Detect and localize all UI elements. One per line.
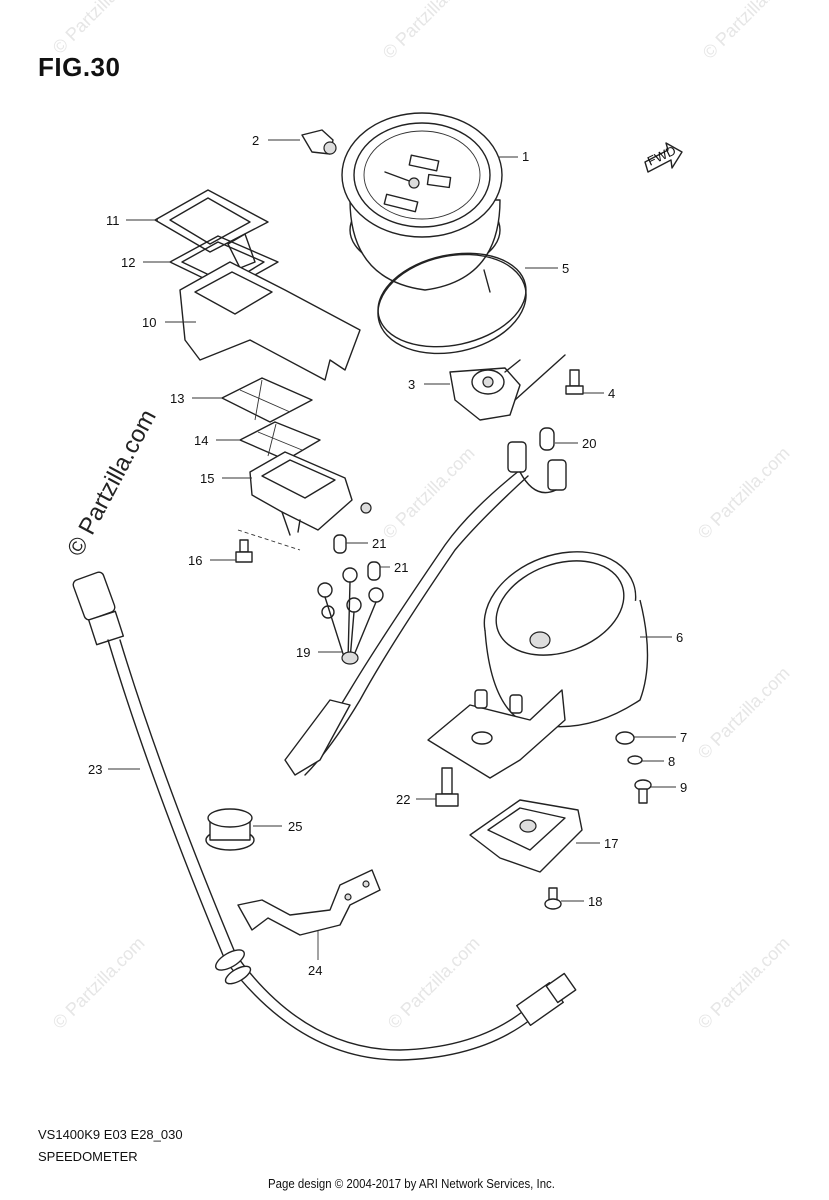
part-indicator-plate	[239, 421, 321, 461]
part-nut-7	[615, 731, 635, 745]
part-bolt-22	[435, 767, 459, 807]
callout-1: 1	[522, 149, 529, 164]
part-bracket-cushion	[469, 799, 583, 873]
callout-8: 8	[668, 754, 675, 769]
part-speedometer-gauge	[341, 112, 503, 293]
watermark-text: © Partzilla.com	[49, 933, 149, 1033]
watermark-text: © Partzilla.com	[49, 0, 149, 58]
part-washer-8	[627, 755, 643, 765]
callout-20: 20	[582, 436, 596, 451]
callout-21a: 21	[372, 536, 386, 551]
callout-14: 14	[194, 433, 208, 448]
callout-21b: 21	[394, 560, 408, 575]
fwd-arrow-icon: FWD	[644, 142, 683, 173]
section-name: SPEEDOMETER	[38, 1149, 138, 1164]
part-screw-4	[565, 369, 584, 395]
watermark-text: © Partzilla.com	[379, 443, 479, 543]
part-indicator-holder	[249, 451, 372, 536]
part-screw-16	[235, 529, 301, 563]
model-code: VS1400K9 E03 E28_030	[38, 1127, 183, 1142]
callout-10: 10	[142, 315, 156, 330]
part-bulb-21b	[367, 561, 381, 581]
callout-17: 17	[604, 836, 618, 851]
part-grommet	[205, 808, 255, 851]
callout-15: 15	[200, 471, 214, 486]
callout-9: 9	[680, 780, 687, 795]
footer-copyright: Page design © 2004-2017 by ARI Network S…	[268, 1176, 555, 1191]
callout-18: 18	[588, 894, 602, 909]
part-gasket-ring	[377, 252, 527, 355]
callout-numbers: 1 2 3 4 5 6 7 8 9 10 11 12 13 14 15 16 1…	[88, 133, 687, 978]
callout-4: 4	[608, 386, 615, 401]
part-gear-box	[449, 354, 566, 421]
callout-13: 13	[170, 391, 184, 406]
callout-7: 7	[680, 730, 687, 745]
callout-23: 23	[88, 762, 102, 777]
watermark-text: © Partzilla.com	[694, 443, 794, 543]
watermark-text: © Partzilla.com	[694, 663, 794, 763]
watermark-text: © Partzilla.com	[694, 933, 794, 1033]
callout-6: 6	[676, 630, 683, 645]
part-screw-9	[634, 779, 652, 804]
part-case-gasket	[221, 377, 313, 423]
part-bulb-21a	[333, 534, 347, 554]
part-speedometer-cable	[72, 571, 577, 1061]
callout-12: 12	[121, 255, 135, 270]
callout-25: 25	[288, 819, 302, 834]
watermark-text: © Partzilla.com	[384, 933, 484, 1033]
part-indicator-case	[179, 261, 361, 381]
part-indicator-lens	[154, 189, 269, 269]
part-bulb-20	[539, 427, 555, 451]
callout-16: 16	[188, 553, 202, 568]
callout-24: 24	[308, 963, 322, 978]
callout-5: 5	[562, 261, 569, 276]
callout-22: 22	[396, 792, 410, 807]
callout-2: 2	[252, 133, 259, 148]
part-bulb-socket	[301, 129, 337, 155]
part-cable-bracket	[237, 869, 381, 936]
callout-3: 3	[408, 377, 415, 392]
callout-19: 19	[296, 645, 310, 660]
watermark-text: © Partzilla.com	[699, 0, 799, 63]
callout-11: 11	[106, 213, 120, 228]
watermark-text: © Partzilla.com	[379, 0, 479, 63]
part-screw-18	[544, 887, 562, 910]
figure-title: FIG.30	[38, 52, 121, 82]
callout-leaders	[108, 139, 676, 960]
part-meter-case	[427, 551, 649, 779]
part-wiring-harness	[284, 441, 567, 776]
